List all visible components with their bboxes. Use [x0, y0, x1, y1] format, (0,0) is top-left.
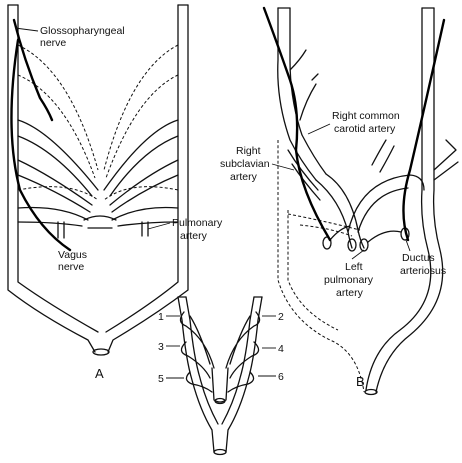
arch-number-3: 3 — [158, 341, 164, 353]
panel-a-vagus-nerve — [10, 38, 72, 252]
panel-a-label-vagus-line2: nerve — [58, 261, 84, 273]
panel-b-right-carotid-column — [277, 7, 327, 181]
panel-a-label-vagus-line1: Vagus — [58, 249, 87, 261]
arches-right-dorsal-aorta — [221, 296, 263, 453]
panel-b-label-right-common-carotid-line2: carotid artery — [334, 123, 396, 135]
panel-b-leader-right-common-carotid — [307, 123, 331, 135]
panel-b-label-ductus-line1: Ductus — [402, 252, 435, 264]
panel-b-regressed-loop — [287, 213, 361, 237]
panel-b-regressed-right-dorsal-aorta — [277, 140, 365, 393]
arches-loop-4-right — [229, 341, 260, 379]
panel-b-label-right-common-carotid-line1: Right common — [332, 110, 400, 122]
panel-a-aortic-sac-opening — [92, 348, 110, 356]
arches-loop-3-left — [180, 341, 211, 379]
panel-b-left-subclavian — [433, 139, 459, 181]
arch-number-5: 5 — [158, 373, 164, 385]
arches-loop-2-right — [225, 311, 261, 369]
panel-a-arch-3 — [17, 119, 179, 197]
panel-a-right-dorsal-aorta — [105, 4, 189, 353]
panel-b-label-left-pulmonary-line1: Left — [345, 261, 363, 273]
panel-b-label-right-subclavian-line2: subclavian — [220, 158, 270, 170]
panel-a-letter: A — [95, 366, 104, 381]
panel-a-label-glossopharyngeal-line2: nerve — [40, 37, 66, 49]
panel-a-arch-6 — [17, 206, 179, 227]
panel-b-leader-left-pulmonary — [351, 249, 365, 260]
panel-a-truncus — [83, 215, 117, 229]
arch-number-4: 4 — [278, 343, 284, 355]
panel-b-right-vagus-nerve — [262, 6, 332, 242]
panel-a-label-pulmonary-line2: artery — [180, 230, 208, 242]
panel-b-descending-aorta-opening — [364, 388, 378, 396]
arches-loop-5-left — [185, 371, 213, 393]
arch-number-1: 1 — [158, 311, 164, 323]
panel-b: Right common carotid artery Right subcla… — [220, 6, 459, 396]
panel-a-label-glossopharyngeal-line1: Glossopharyngeal — [40, 25, 125, 37]
panel-a-leader-glossopharyngeal — [14, 27, 39, 32]
panel-a-arch-2-dashed — [17, 74, 179, 179]
arch-number-6: 6 — [278, 371, 284, 383]
panel-a-ductus-dashed — [17, 186, 179, 201]
panel-a-leader-pulmonary — [147, 222, 171, 230]
arch-number-2: 2 — [278, 311, 284, 323]
panel-b-label-right-subclavian-line1: Right — [236, 145, 261, 157]
panel-a: Glossopharyngeal nerve Pulmonary artery … — [7, 4, 223, 381]
panel-a-right-pulmonary-stub — [141, 221, 149, 237]
arches-loop-6-right — [227, 371, 255, 393]
arches-aortic-sac — [211, 367, 229, 403]
arches-left-dorsal-aorta — [177, 296, 219, 453]
panel-b-top-branches — [289, 49, 319, 121]
panel-b-right-subclavian — [287, 149, 321, 201]
arches-center-opening — [214, 397, 226, 405]
panel-b-label-left-pulmonary-line2: pulmonary — [324, 274, 374, 286]
panel-a-label-pulmonary-line1: Pulmonary — [172, 217, 223, 229]
panel-b-letter: B — [356, 374, 365, 389]
panel-b-label-ductus-line2: arteriosus — [400, 265, 446, 277]
panel-a-left-dorsal-aorta — [7, 4, 99, 353]
panel-b-aortic-arch — [315, 173, 425, 233]
arches-bottom-opening — [213, 448, 227, 456]
panel-b-left-common-carotid-branch — [371, 139, 395, 173]
panel-b-pulmonary-trunk — [347, 229, 365, 249]
panel-a-arch-1-dashed — [17, 44, 179, 171]
panel-b-label-left-pulmonary-line3: artery — [336, 287, 364, 299]
panel-a-glossopharyngeal-nerve — [12, 18, 54, 122]
panel-a-arch-4 — [17, 159, 179, 213]
panel-b-label-right-subclavian-line3: artery — [230, 171, 258, 183]
panel-b-leader-ductus — [405, 239, 411, 252]
panel-a-left-pulmonary-stub — [57, 221, 65, 239]
panel-b-left-pulmonary-cut-1 — [347, 238, 357, 252]
panel-b-leader-right-subclavian — [271, 163, 295, 171]
panel-b-pulmonary-branches — [329, 225, 402, 243]
panel-b-left-dorsal-aorta — [365, 7, 444, 393]
panel-b-left-pulmonary-cut-2 — [359, 238, 369, 252]
arches-loop-1-left — [179, 311, 215, 369]
panel-arches: 1 2 3 4 5 6 — [158, 296, 284, 456]
panel-b-left-vagus-nerve — [402, 18, 446, 242]
